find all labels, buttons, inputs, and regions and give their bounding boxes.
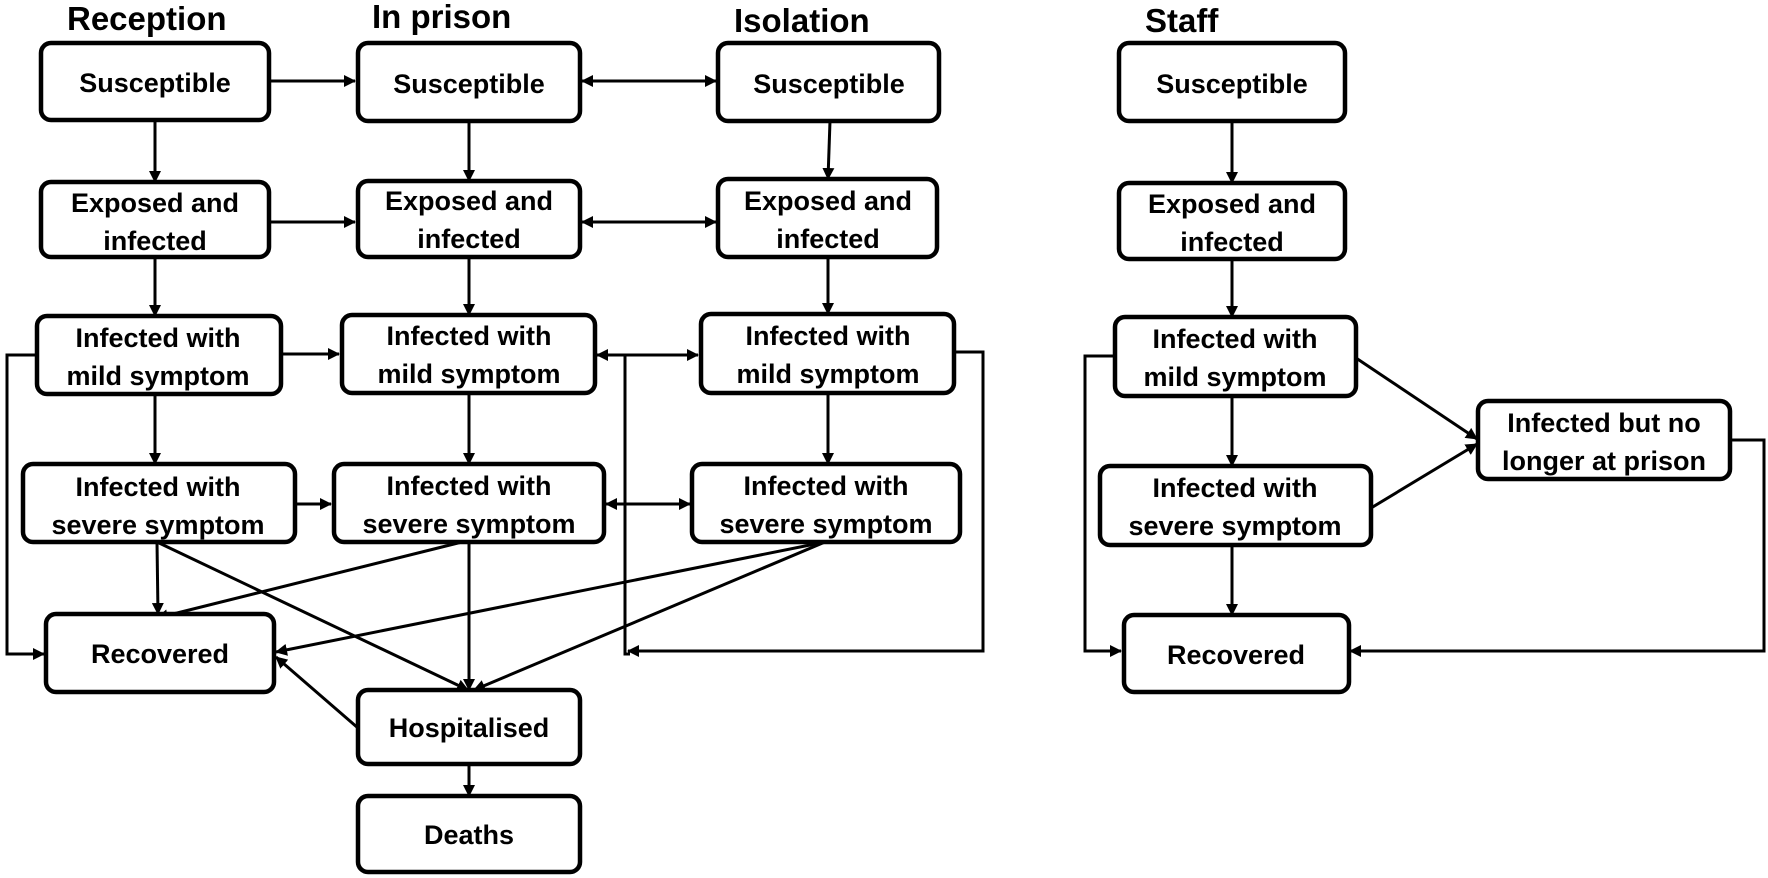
node-reception-mild: Infected with mild symptom	[34, 313, 284, 397]
edge-staff-nolonger-recovered	[1349, 438, 1766, 657]
label-line-1: Exposed and	[385, 186, 553, 216]
label: Susceptible	[1156, 69, 1308, 99]
label: Recovered	[1167, 640, 1305, 670]
edge-hospitalised-recovered	[275, 655, 359, 730]
label: Susceptible	[393, 69, 545, 99]
label-line-2: longer at prison	[1502, 446, 1706, 476]
edges	[5, 75, 1766, 797]
edge-rec-mild-recovered	[5, 353, 45, 660]
node-isolation-severe: Infected with severe symptom	[689, 461, 963, 545]
label-line-2: mild symptom	[377, 359, 560, 389]
node-isolation-susceptible: Susceptible	[715, 40, 942, 124]
node-prison-deaths: Deaths	[355, 793, 583, 875]
label: Hospitalised	[389, 713, 550, 743]
edge-iso-susc-exposed	[822, 120, 835, 180]
node-isolation-exposed: Exposed and infected	[715, 176, 940, 260]
heading-isolation: Isolation	[734, 2, 870, 39]
label-line-1: Infected with	[386, 321, 551, 351]
node-reception-severe: Infected with severe symptom	[20, 461, 298, 545]
label-line-1: Infected with	[745, 321, 910, 351]
label-line-1: Exposed and	[1148, 189, 1316, 219]
label-line-2: severe symptom	[51, 510, 264, 540]
node-prison-mild: Infected with mild symptom	[339, 312, 598, 396]
label-line-2: mild symptom	[1143, 362, 1326, 392]
heading-staff: Staff	[1145, 2, 1219, 39]
label-line-2: severe symptom	[719, 509, 932, 539]
edge-staff-severe-nolonger	[1370, 442, 1478, 510]
node-staff-susceptible: Susceptible	[1116, 40, 1348, 124]
edge-staff-mild-recovered	[1083, 354, 1122, 657]
label-line-1: Infected with	[1152, 324, 1317, 354]
node-prison-exposed: Exposed and infected	[355, 178, 583, 260]
edge-rec-severe-recovered	[151, 541, 164, 615]
node-reception-recovered: Recovered	[43, 611, 277, 695]
label-line-1: Infected with	[1152, 473, 1317, 503]
label-line-2: mild symptom	[66, 361, 249, 391]
node-prison-severe: Infected with severe symptom	[331, 461, 607, 545]
label-line-2: infected	[103, 226, 207, 256]
label-line-1: Infected with	[386, 471, 551, 501]
node-prison-hospitalised: Hospitalised	[355, 687, 583, 767]
label-line-1: Exposed and	[71, 188, 239, 218]
label-line-2: infected	[417, 224, 521, 254]
heading-reception: Reception	[67, 0, 227, 37]
node-prison-susceptible: Susceptible	[355, 40, 583, 124]
label-line-2: severe symptom	[1128, 511, 1341, 541]
label-line-1: Exposed and	[744, 186, 912, 216]
node-reception-susceptible: Susceptible	[38, 40, 272, 123]
label-line-1: Infected with	[743, 471, 908, 501]
label-line-2: infected	[1180, 227, 1284, 257]
label-line-2: mild symptom	[736, 359, 919, 389]
node-staff-mild: Infected with mild symptom	[1112, 314, 1359, 399]
heading-in-prison: In prison	[372, 0, 511, 35]
node-staff-exposed: Exposed and infected	[1116, 180, 1348, 262]
node-reception-exposed: Exposed and infected	[38, 179, 272, 260]
edge-staff-mild-nolonger	[1355, 356, 1478, 441]
edge-pri-severe-recovered	[156, 540, 463, 622]
edge-iso-severe-recovered	[275, 540, 826, 656]
label: Susceptible	[753, 69, 905, 99]
node-staff-severe: Infected with severe symptom	[1097, 463, 1374, 548]
label: Susceptible	[79, 68, 231, 98]
edge-rec-severe-hospitalised	[156, 540, 469, 692]
label-line-1: Infected with	[75, 323, 240, 353]
label-line-2: severe symptom	[362, 509, 575, 539]
label-line-1: Infected but no	[1507, 408, 1700, 438]
node-staff-recovered: Recovered	[1121, 612, 1352, 695]
label: Deaths	[424, 820, 514, 850]
edge-iso-mild-recovered	[627, 350, 985, 657]
edge-iso-severe-hospitalised	[473, 540, 826, 692]
node-staff-no-longer-at-prison: Infected but no longer at prison	[1475, 398, 1733, 482]
node-isolation-mild: Infected with mild symptom	[698, 311, 957, 396]
label-line-1: Infected with	[75, 472, 240, 502]
label-line-2: infected	[776, 224, 880, 254]
label: Recovered	[91, 639, 229, 669]
